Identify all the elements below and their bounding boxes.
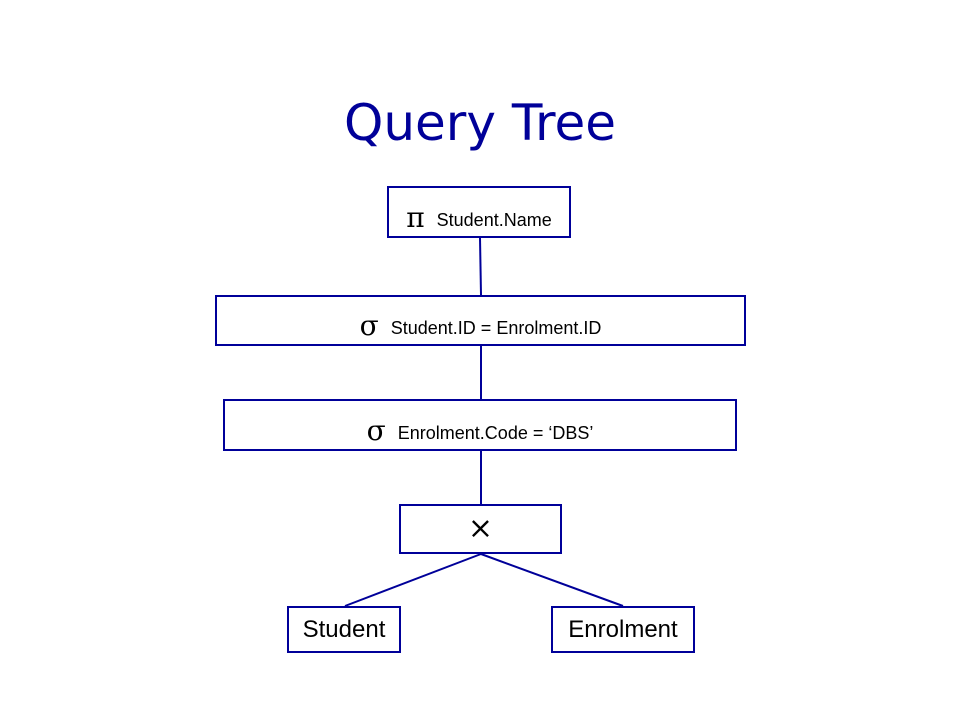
selection-code-condition: Enrolment.Code = ‘DBS’	[397, 423, 594, 443]
selection-join-condition: Student.ID = Enrolment.ID	[390, 318, 602, 338]
edge-product-to-enrolment	[480, 553, 624, 607]
sigma-symbol: σ	[359, 309, 379, 342]
pi-symbol: π	[406, 201, 425, 234]
selection-join-node: σ Student.ID = Enrolment.ID	[215, 295, 746, 346]
sigma-symbol: σ	[366, 414, 386, 447]
edge-projection-to-selection-join	[479, 237, 482, 296]
student-relation-node: Student	[287, 606, 401, 653]
projection-attributes: Student.Name	[436, 210, 552, 230]
times-symbol: ×	[467, 511, 494, 546]
projection-node: π Student.Name	[387, 186, 571, 238]
selection-code-node: σ Enrolment.Code = ‘DBS’	[223, 399, 737, 451]
cartesian-product-node: ×	[399, 504, 562, 554]
diagram-title: Query Tree	[343, 94, 617, 152]
enrolment-relation-node: Enrolment	[551, 606, 695, 653]
edge-product-to-student	[344, 553, 482, 607]
